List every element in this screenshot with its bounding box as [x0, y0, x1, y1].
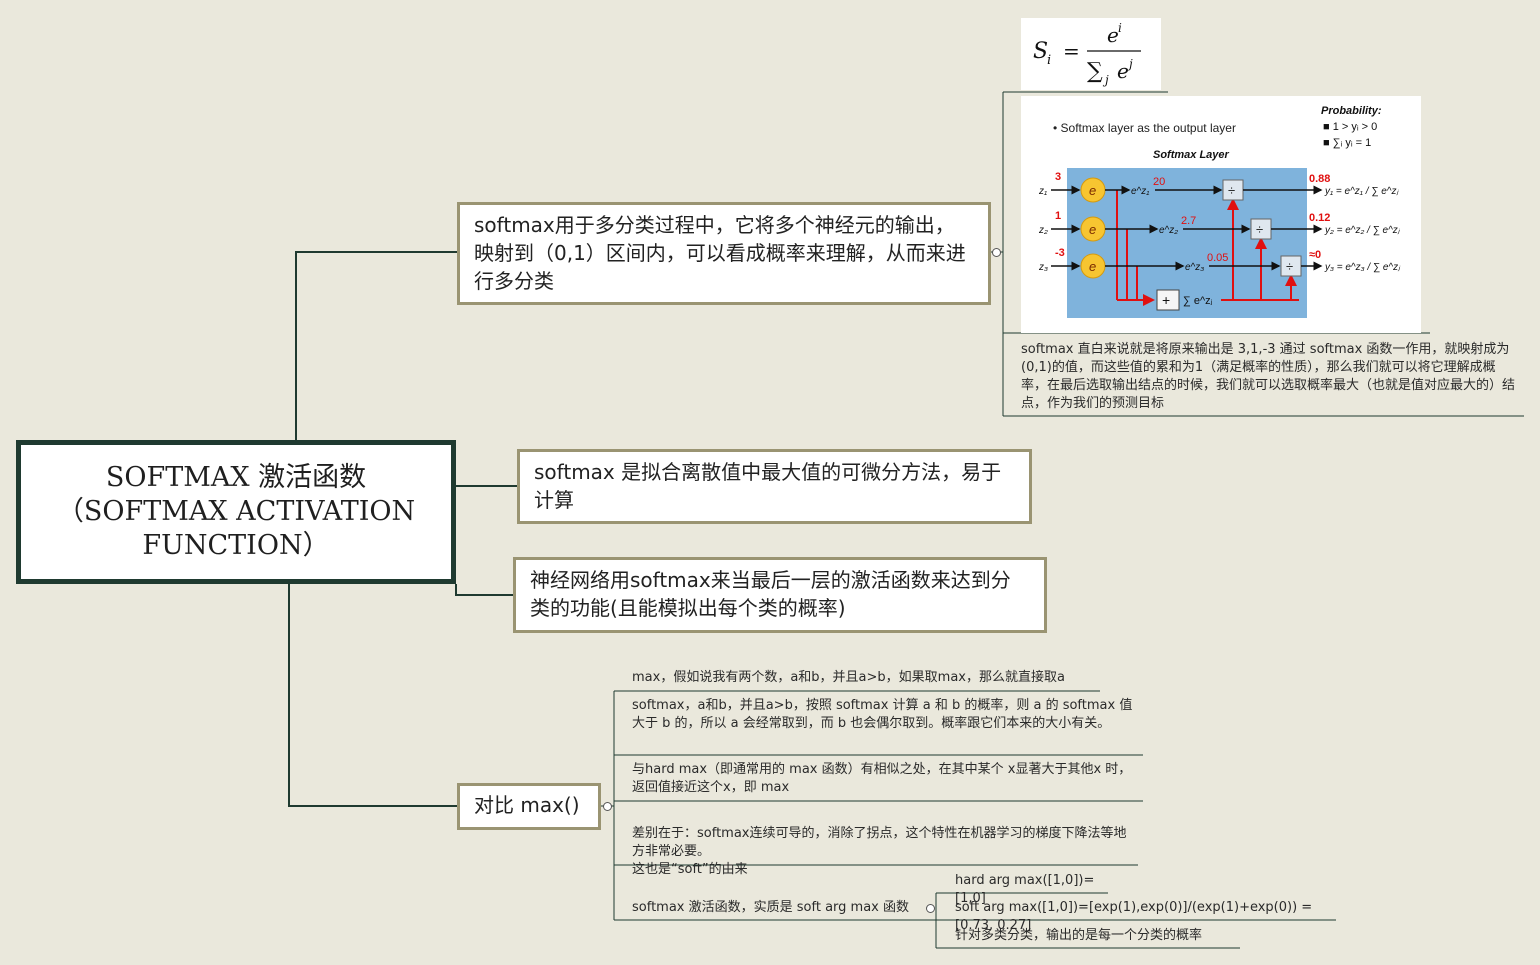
compare-item-4[interactable]: 差别在于：softmax连续可导的，消除了拐点，这个特性在机器学习的梯度下降法等… — [632, 807, 1132, 879]
exp-node-label-1: e — [1089, 183, 1096, 198]
formula-s: S — [1033, 39, 1048, 64]
divider-symbol-1: ÷ — [1228, 183, 1235, 198]
formula-numerator: e — [1107, 23, 1119, 47]
z-label-2: z₂ — [1038, 225, 1048, 236]
softmax-formula-image: S i = e i ∑ j e j — [1021, 18, 1161, 90]
figure-prob-2: ■ ∑ᵢ yᵢ = 1 — [1323, 137, 1371, 149]
divider-symbol-2: ÷ — [1256, 222, 1263, 237]
output-value-1: 0.88 — [1309, 173, 1330, 185]
input-value-1: 3 — [1055, 171, 1061, 183]
sum-node-symbol: + — [1162, 292, 1170, 308]
exp-label-1: e^z₁ — [1131, 186, 1149, 197]
topic-softmax-definition-text: softmax用于多分类过程中，它将多个神经元的输出，映射到（0,1）区间内，可… — [474, 213, 966, 293]
connector-root-topic4 — [288, 584, 458, 807]
formula-equals: = — [1063, 39, 1080, 63]
compare-item-5-text: softmax 激活函数，实质是 soft arg max 函数 — [632, 900, 909, 915]
divider-symbol-3: ÷ — [1286, 259, 1293, 274]
sub-item-multiclass-text: 针对多类分类，输出的是每一个分类的概率 — [955, 928, 1203, 943]
exp-value-1: 20 — [1153, 176, 1165, 188]
root-title-line1: SOFTMAX 激活函数 — [105, 462, 367, 493]
formula-den-e: e — [1117, 59, 1129, 83]
exp-node-label-3: e — [1089, 259, 1096, 274]
topic-compare-max[interactable]: 对比 max() — [457, 783, 601, 830]
topic1-detail-note: softmax 直白来说就是将原来输出是 3,1,-3 通过 softmax 函… — [1021, 341, 1516, 413]
output-formula-1: y₁ = e^z₁ / ∑ e^zⱼ — [1324, 186, 1399, 197]
z-label-1: z₁ — [1038, 186, 1047, 197]
output-value-2: 0.12 — [1309, 212, 1330, 224]
compare-item-2-text: softmax，a和b，并且a>b，按照 softmax 计算 a 和 b 的概… — [632, 698, 1133, 731]
compare-item-3[interactable]: 与hard max（即通常用的 max 函数）有相似之处，在其中某个 x显著大于… — [632, 761, 1136, 797]
connector-root-topic1 — [295, 251, 458, 440]
sub-item-hard-argmax[interactable]: hard arg max([1,0])=[1,0] — [955, 872, 1115, 908]
figure-layer-title: Softmax Layer — [1153, 149, 1230, 161]
formula-den-sup: j — [1126, 57, 1133, 71]
formula-numerator-sup: i — [1118, 21, 1122, 35]
exp-value-2: 2.7 — [1181, 215, 1196, 227]
exp-node-label-2: e — [1089, 222, 1096, 237]
sub-item-multiclass[interactable]: 针对多类分类，输出的是每一个分类的概率 — [955, 927, 1235, 945]
z-label-3: z₃ — [1038, 262, 1048, 273]
topic-softmax-differentiable-text: softmax 是拟合离散值中最大值的可微分方法，易于计算 — [534, 460, 1002, 512]
connector-root-topic3 — [455, 584, 514, 596]
compare-item-1[interactable]: max，假如说我有两个数，a和b，并且a>b，如果取max，那么就直接取a — [632, 669, 1102, 687]
formula-sum-sub: j — [1102, 73, 1109, 87]
collapse-toggle-subitems[interactable] — [926, 904, 935, 913]
sub-item-soft-argmax[interactable]: soft arg max([1,0])=[exp(1),exp(0)]/(exp… — [955, 899, 1335, 935]
exp-value-3: 0.05 — [1207, 252, 1228, 264]
topic-softmax-last-layer-text: 神经网络用softmax来当最后一层的激活函数来达到分类的功能(且能模拟出每个类… — [530, 568, 1011, 620]
output-formula-2: y₂ = e^z₂ / ∑ e^zⱼ — [1324, 225, 1401, 236]
compare-item-3-text: 与hard max（即通常用的 max 函数）有相似之处，在其中某个 x显著大于… — [632, 762, 1132, 795]
compare-item-5[interactable]: softmax 激活函数，实质是 soft arg max 函数 — [632, 899, 927, 917]
compare-item-4-text: 差别在于：softmax连续可导的，消除了拐点，这个特性在机器学习的梯度下降法等… — [632, 826, 1127, 877]
sub-item-hard-argmax-text: hard arg max([1,0])=[1,0] — [955, 873, 1095, 906]
sum-node — [1156, 289, 1180, 311]
topic-compare-max-text: 对比 max() — [474, 793, 580, 817]
softmax-layer-diagram: • Softmax layer as the output layer Prob… — [1038, 105, 1401, 318]
softmax-formula-svg: S i = e i ∑ j e j — [1033, 21, 1141, 87]
root-topic[interactable]: SOFTMAX 激活函数 （SOFTMAX ACTIVATION FUNCTIO… — [16, 440, 456, 584]
exp-label-3: e^z₃ — [1185, 262, 1204, 273]
formula-sum: ∑ — [1087, 59, 1103, 84]
input-value-2: 1 — [1055, 210, 1061, 222]
output-value-3: ≈0 — [1309, 249, 1321, 261]
topic-softmax-last-layer[interactable]: 神经网络用softmax来当最后一层的激活函数来达到分类的功能(且能模拟出每个类… — [513, 557, 1047, 633]
output-formula-3: y₃ = e^z₃ / ∑ e^zⱼ — [1324, 262, 1401, 273]
sum-node-label: ∑ e^zⱼ — [1183, 295, 1213, 307]
figure-prob-1: ■ 1 > yᵢ > 0 — [1323, 121, 1377, 133]
collapse-toggle-topic4[interactable] — [603, 802, 612, 811]
input-value-3: -3 — [1055, 247, 1065, 259]
root-title-line2: （SOFTMAX ACTIVATION — [56, 496, 416, 527]
softmax-layer-box — [1067, 168, 1307, 318]
topic-softmax-differentiable[interactable]: softmax 是拟合离散值中最大值的可微分方法，易于计算 — [517, 449, 1032, 524]
figure-prob-title: Probability: — [1321, 105, 1382, 117]
softmax-layer-figure: • Softmax layer as the output layer Prob… — [1021, 96, 1421, 333]
topic1-detail-text: softmax 直白来说就是将原来输出是 3,1,-3 通过 softmax 函… — [1021, 342, 1516, 411]
formula-s-sub: i — [1047, 53, 1051, 68]
compare-item-1-text: max，假如说我有两个数，a和b，并且a>b，如果取max，那么就直接取a — [632, 670, 1065, 685]
compare-item-2[interactable]: softmax，a和b，并且a>b，按照 softmax 计算 a 和 b 的概… — [632, 697, 1136, 733]
sub-item-soft-argmax-text: soft arg max([1,0])=[exp(1),exp(0)]/(exp… — [955, 900, 1313, 933]
collapse-toggle-topic1[interactable] — [992, 248, 1001, 257]
root-title-line3: FUNCTION） — [142, 530, 330, 561]
figure-bullet: • Softmax layer as the output layer — [1053, 121, 1236, 135]
topic-softmax-definition[interactable]: softmax用于多分类过程中，它将多个神经元的输出，映射到（0,1）区间内，可… — [457, 202, 991, 305]
exp-label-2: e^z₂ — [1159, 225, 1178, 236]
